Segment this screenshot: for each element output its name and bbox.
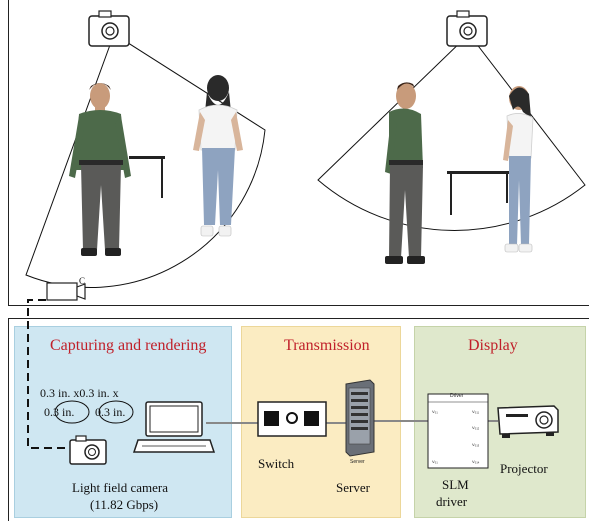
slm-label-line1: SLM	[442, 477, 469, 492]
laptop-icon	[132, 401, 216, 453]
server-tag: Server	[350, 459, 365, 465]
left-man-figure-icon	[69, 83, 131, 256]
driver-pin-left-2: V₀₁	[432, 459, 438, 464]
scene-illustration	[25, 10, 586, 301]
driver-chip-title: Driver	[450, 393, 464, 399]
display-panel-title: Display	[468, 337, 518, 354]
bottom-frame	[8, 318, 589, 521]
light-field-camera-icon	[69, 435, 107, 465]
top-left-camera-icon	[88, 10, 130, 47]
bandwidth-label: (11.82 Gbps)	[90, 497, 159, 512]
overlay-text-line1: 0.3 in. x0.3 in. x	[40, 386, 119, 400]
projector-label: Projector	[500, 461, 548, 476]
driver-pin-right-1: V₀₁₁	[472, 409, 480, 414]
switch-label: Switch	[258, 456, 295, 471]
right-man-figure-icon	[385, 82, 425, 264]
left-table	[129, 156, 165, 198]
right-woman-figure-icon	[503, 86, 534, 253]
slm-label-line2: driver	[436, 494, 468, 509]
light-field-camera-label: Light field camera	[72, 480, 169, 495]
capture-panel-title: Capturing and rendering	[50, 337, 207, 354]
driver-pin-right-3: V₀₁₃	[472, 442, 480, 447]
switch-icon	[257, 401, 327, 437]
transmission-panel-title: Transmission	[284, 337, 370, 354]
top-scene: C	[8, 0, 589, 306]
driver-pin-right-2: V₀₁₂	[472, 425, 480, 430]
driver-pin-right-4: V₀₁₄	[472, 459, 480, 464]
overlay-text-line3: 0.3 in.	[95, 405, 126, 419]
left-woman-figure-icon	[193, 75, 243, 237]
camera-cable	[27, 299, 70, 449]
top-right-camera-icon	[446, 10, 488, 47]
small-camera-icon	[46, 282, 86, 301]
projector-icon	[497, 405, 559, 438]
right-table	[447, 171, 511, 215]
small-camera-letter: C	[79, 276, 86, 286]
server-icon	[345, 379, 375, 457]
slm-driver-chip-icon	[427, 393, 489, 469]
server-label: Server	[336, 480, 370, 495]
driver-pin-left-1: V₀₁	[432, 409, 438, 414]
overlay-text-line2: 0.3 in.	[44, 405, 75, 419]
